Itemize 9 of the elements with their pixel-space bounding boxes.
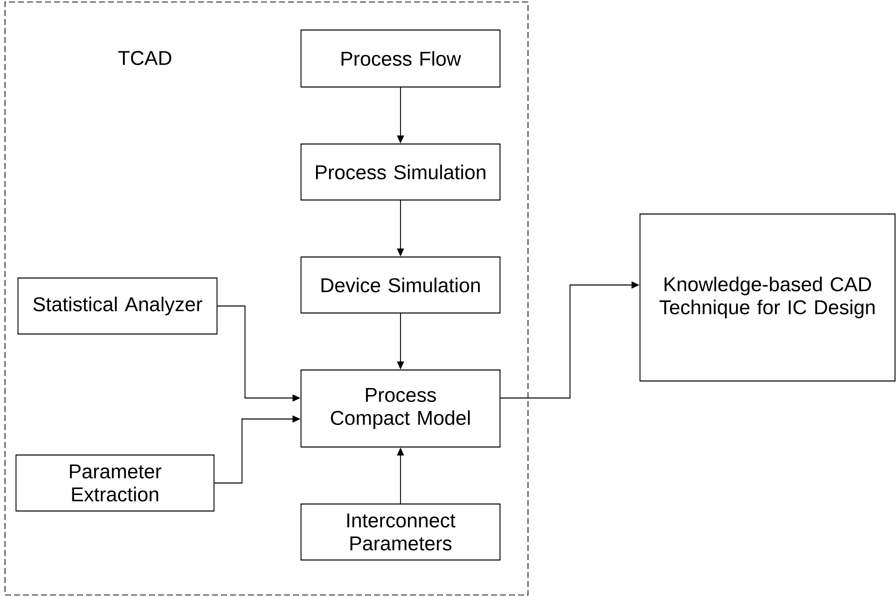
- process-box: Parameter Extraction: [16, 454, 214, 512]
- process-box: Process Flow: [300, 30, 500, 88]
- process-box: Interconnect Parameters: [300, 504, 500, 560]
- process-box: Device Simulation: [300, 256, 500, 314]
- process-box: Knowledge-based CAD Technique for IC Design: [640, 214, 896, 382]
- process-box: Process Compact Model: [300, 370, 500, 448]
- process-box: Statistical Analyzer: [18, 278, 218, 334]
- process-box: Process Simulation: [300, 144, 500, 200]
- group-label: TCAD: [118, 50, 172, 66]
